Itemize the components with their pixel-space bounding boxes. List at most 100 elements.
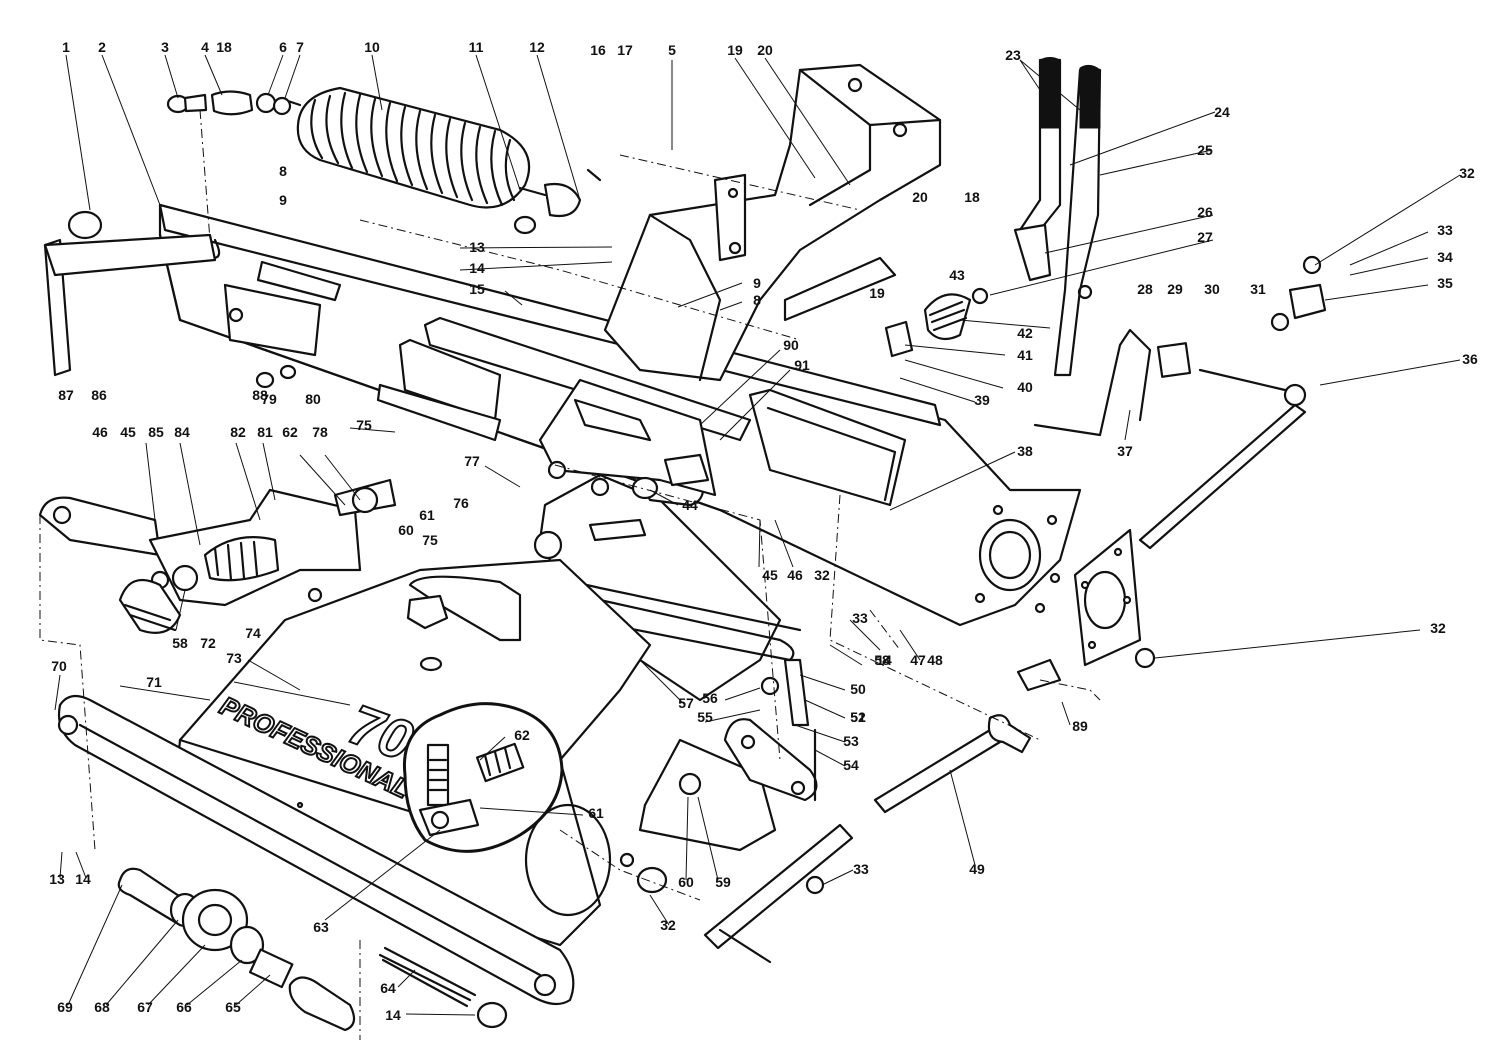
tension-spring (283, 86, 547, 209)
callout-47: 47 (910, 652, 926, 668)
callout-26: 26 (1197, 204, 1213, 220)
callout-50: 50 (850, 681, 866, 697)
callout-89: 89 (1072, 718, 1088, 734)
callout-81: 81 (257, 424, 273, 440)
callout-30: 30 (1204, 281, 1220, 297)
callout-62: 62 (282, 424, 298, 440)
callout-13: 13 (469, 239, 485, 255)
callout-74: 74 (245, 625, 261, 641)
callout-6: 6 (279, 39, 287, 55)
callout-55: 55 (697, 709, 713, 725)
callout-12: 12 (529, 39, 545, 55)
callout-49: 49 (969, 861, 985, 877)
callout-63: 63 (313, 919, 329, 935)
callout-82: 82 (230, 424, 246, 440)
callout-14: 14 (469, 260, 485, 276)
callout-42: 42 (1017, 325, 1033, 341)
callout-62: 62 (514, 727, 530, 743)
callout-5: 5 (668, 42, 676, 58)
callout-60: 60 (678, 874, 694, 890)
callout-88: 88 (252, 387, 268, 403)
callout-69: 69 (57, 999, 73, 1015)
callout-34: 34 (1437, 249, 1453, 265)
callout-11: 11 (469, 39, 484, 55)
callout-32: 32 (1430, 620, 1446, 636)
callout-32: 32 (814, 567, 830, 583)
callout-7: 7 (296, 39, 304, 55)
callout-17: 17 (617, 42, 633, 58)
side-plate (1016, 528, 1156, 692)
callout-60: 60 (398, 522, 414, 538)
long-bolt (378, 946, 508, 1029)
callout-36: 36 (1462, 351, 1478, 367)
callout-61: 61 (588, 805, 604, 821)
callout-90: 90 (783, 337, 799, 353)
callout-43: 43 (949, 267, 965, 283)
rod-end-hardware (166, 90, 602, 235)
plate-opening (524, 803, 612, 917)
callout-85: 85 (148, 424, 164, 440)
callout-38: 38 (1017, 443, 1033, 459)
callout-14: 14 (385, 1007, 401, 1023)
callout-3: 3 (161, 39, 169, 55)
callout-40: 40 (1017, 379, 1033, 395)
callout-41: 41 (1017, 347, 1033, 363)
callout-51: 51 (850, 709, 866, 725)
callout-9: 9 (279, 192, 287, 208)
callout-58: 58 (172, 635, 188, 651)
callout-52: 52 (850, 709, 866, 725)
callout-32: 32 (1459, 165, 1475, 181)
callout-19: 19 (869, 285, 885, 301)
upper-bracket (603, 63, 942, 382)
callout-19: 19 (727, 42, 743, 58)
callout-33: 33 (1437, 222, 1453, 238)
callout-80: 80 (305, 391, 321, 407)
callout-68: 68 (94, 999, 110, 1015)
right-linkage (619, 658, 1032, 964)
right-rod-assembly (1033, 255, 1327, 550)
assembly-drawing: 70 PROFESSIONAL (38, 57, 1327, 1040)
callout-24: 24 (1214, 104, 1230, 120)
callout-87: 87 (58, 387, 74, 403)
callout-45: 45 (762, 567, 778, 583)
callout-54: 54 (843, 757, 859, 773)
callout-46: 46 (92, 424, 108, 440)
callout-70: 70 (51, 658, 67, 674)
callout-31: 31 (1250, 281, 1266, 297)
callout-48: 48 (927, 652, 943, 668)
left-upper-lever (43, 210, 342, 389)
callout-14: 14 (876, 652, 892, 668)
callout-76: 76 (453, 495, 469, 511)
callout-75: 75 (422, 532, 438, 548)
callout-45: 45 (120, 424, 136, 440)
callout-23: 23 (1005, 47, 1021, 63)
callout-20: 20 (912, 189, 928, 205)
callout-78: 78 (312, 424, 328, 440)
leader-lines (54, 54, 1461, 1016)
bushing-stack (117, 867, 356, 1032)
callout-35: 35 (1437, 275, 1453, 291)
control-levers (1013, 57, 1102, 377)
callout-91: 91 (794, 357, 810, 373)
callout-59: 59 (715, 874, 731, 890)
callout-15: 15 (469, 281, 485, 297)
callout-44: 44 (682, 497, 698, 513)
lower-arm (57, 694, 575, 1006)
callout-64: 64 (380, 980, 396, 996)
callout-20: 20 (757, 42, 773, 58)
callout-66: 66 (176, 999, 192, 1015)
callout-4: 4 (201, 39, 209, 55)
callout-27: 27 (1197, 229, 1213, 245)
callout-72: 72 (200, 635, 216, 651)
callout-39: 39 (974, 392, 990, 408)
callout-8: 8 (753, 292, 761, 308)
compression-spring (884, 287, 989, 358)
callout-9: 9 (753, 275, 761, 291)
callout-29: 29 (1167, 281, 1183, 297)
rocker-plate (533, 378, 782, 702)
left-spring-bracket (38, 478, 397, 634)
callout-25: 25 (1197, 142, 1213, 158)
callout-18: 18 (964, 189, 980, 205)
